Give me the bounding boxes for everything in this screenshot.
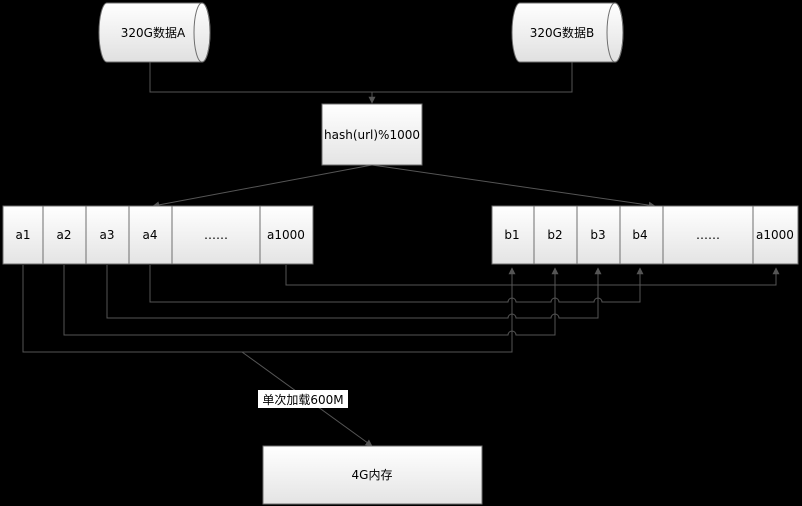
connector-a3-b3	[106, 265, 602, 319]
storage-b-label: 320G数据B	[530, 25, 594, 40]
group-b-bar: b1 b2 b3 b4 …… a1000	[491, 205, 799, 265]
group-b-cell[interactable]: b2	[547, 228, 562, 242]
group-a-cell[interactable]: a4	[143, 228, 158, 242]
group-b-cell[interactable]: b1	[504, 228, 519, 242]
group-b-cell[interactable]: ……	[696, 228, 720, 242]
storage-cylinder-b[interactable]: 320G数据B	[511, 2, 624, 63]
hash-node[interactable]: hash(url)%1000	[321, 103, 423, 166]
group-a-cell[interactable]: a1000	[267, 228, 305, 242]
storage-cylinder-a[interactable]: 320G数据A	[98, 2, 211, 63]
group-a-cell[interactable]: ……	[204, 228, 228, 242]
connector-pairs	[22, 265, 780, 353]
connector-a2-b2	[63, 265, 559, 336]
memory-node[interactable]: 4G内存	[262, 445, 483, 505]
connector-a4-b4	[149, 265, 644, 303]
edge-label: 单次加载600M	[258, 390, 348, 408]
group-a-cell[interactable]: a3	[100, 228, 115, 242]
group-b-cell[interactable]: b4	[632, 228, 647, 242]
connector-a1000-b1000	[285, 265, 780, 286]
group-b-cell[interactable]: b3	[590, 228, 605, 242]
connector-sources-to-hash	[149, 62, 573, 104]
group-b-cell[interactable]: a1000	[756, 228, 794, 242]
storage-a-label: 320G数据A	[121, 25, 186, 40]
hash-label: hash(url)%1000	[324, 128, 420, 142]
group-a-cell[interactable]: a2	[57, 228, 72, 242]
memory-label: 4G内存	[352, 468, 393, 482]
group-a-cell[interactable]: a1	[16, 228, 31, 242]
connector-a1-b1	[22, 265, 516, 353]
group-a-bar: a1 a2 a3 a4 …… a1000	[2, 205, 314, 265]
edge-label-text: 单次加载600M	[262, 393, 343, 407]
connector-hash-to-groups	[152, 164, 656, 209]
